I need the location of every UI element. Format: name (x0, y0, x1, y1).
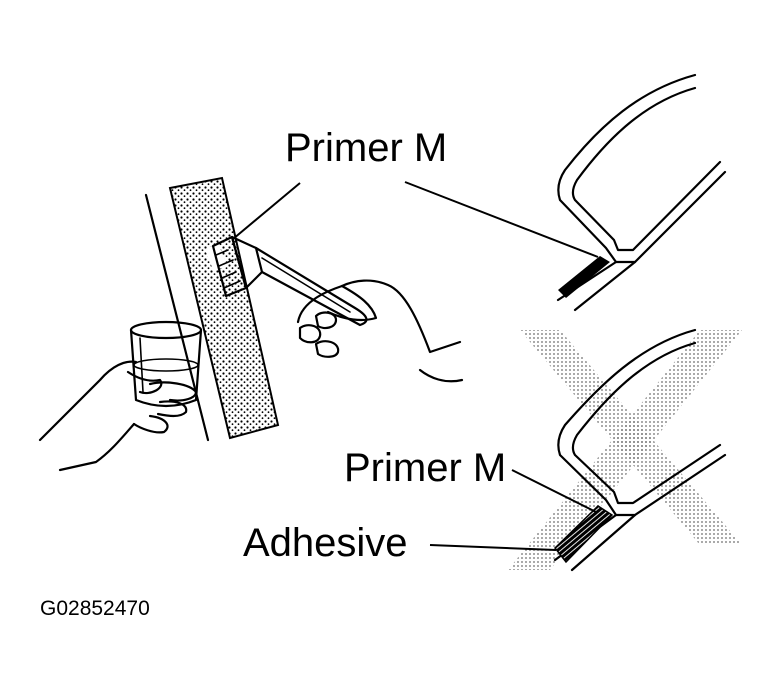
glass-panel-section-correct (404, 73, 727, 312)
right-hand-icon (296, 279, 464, 383)
glass-panel-section-incorrect (429, 328, 727, 572)
label-adhesive: Adhesive (243, 521, 408, 565)
primer-brush-icon (211, 182, 368, 327)
primer-cup-icon (129, 320, 203, 408)
label-primer-m-bottom: Primer M (344, 446, 507, 490)
label-primer-m-top: Primer M (285, 126, 448, 170)
left-hand-icon (38, 360, 198, 472)
figure-code: G02852470 (40, 597, 150, 620)
cross-out-icon (508, 330, 742, 570)
